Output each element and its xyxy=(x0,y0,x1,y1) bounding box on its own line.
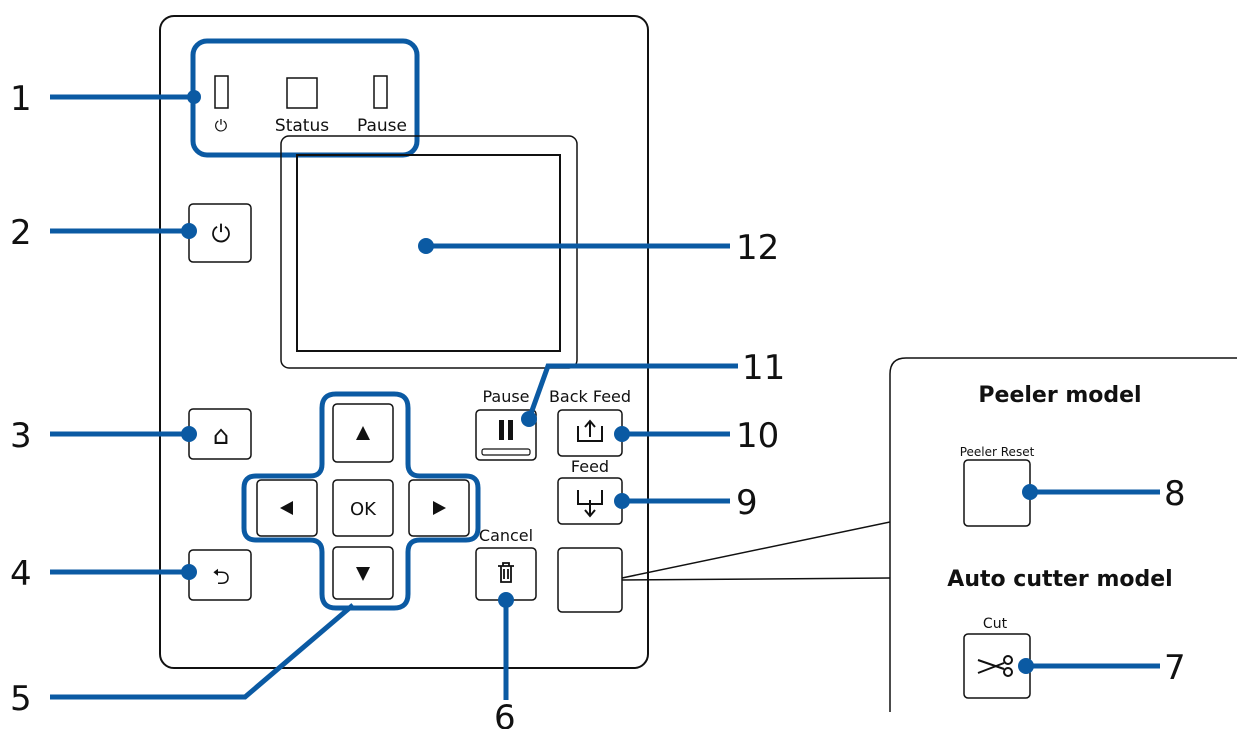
peeler-reset-cut-button[interactable] xyxy=(557,547,623,613)
callout-12: 12 xyxy=(736,228,779,268)
back-button[interactable]: ⮌ xyxy=(188,549,252,601)
pause-button[interactable] xyxy=(475,409,537,461)
auto-cutter-model-title: Auto cutter model xyxy=(947,567,1172,592)
inset-pointer-top xyxy=(621,521,891,579)
power-button[interactable]: ⏻ xyxy=(188,203,252,263)
scissors-icon xyxy=(977,655,1013,677)
leader-dot-11 xyxy=(521,411,537,427)
feed-button[interactable] xyxy=(557,477,623,525)
home-icon: ⌂ xyxy=(213,421,230,451)
pause-lamp-strip xyxy=(481,448,531,456)
status-lamp xyxy=(286,77,318,109)
power-lamp-icon: ⏻ xyxy=(215,116,228,135)
leader-dot-9 xyxy=(614,493,630,509)
lcd-screen xyxy=(296,154,561,352)
control-panel xyxy=(159,15,649,669)
callout-1: 1 xyxy=(10,79,32,119)
right-button[interactable] xyxy=(408,479,470,537)
cancel-button-label: Cancel xyxy=(479,526,533,545)
inset-pointer-bottom xyxy=(621,577,891,581)
up-arrow-icon xyxy=(356,426,370,440)
leader-dot-10 xyxy=(614,426,630,442)
left-button[interactable] xyxy=(256,479,318,537)
leader-dot-8 xyxy=(1022,484,1038,500)
leader-dot-4 xyxy=(181,564,197,580)
callout-8: 8 xyxy=(1164,474,1186,514)
feed-button-label: Feed xyxy=(571,457,609,476)
callout-11: 11 xyxy=(742,348,785,388)
trash-icon xyxy=(498,562,514,583)
ok-button[interactable]: OK xyxy=(332,479,394,537)
back-feed-button-label: Back Feed xyxy=(549,387,631,406)
feed-icon xyxy=(577,490,603,518)
back-icon: ⮌ xyxy=(212,565,230,590)
power-icon: ⏻ xyxy=(212,220,231,248)
cut-label: Cut xyxy=(983,616,1008,632)
leader-dot-2 xyxy=(181,223,197,239)
peeler-reset-button[interactable] xyxy=(963,459,1031,527)
dpad-group-outline xyxy=(241,391,481,611)
indicator-group xyxy=(190,38,420,158)
callout-9: 9 xyxy=(736,483,758,523)
home-button[interactable]: ⌂ xyxy=(188,408,252,460)
callout-7: 7 xyxy=(1164,648,1186,688)
down-arrow-icon xyxy=(356,567,370,581)
leader-dot-12 xyxy=(418,238,434,254)
lcd-screen-frame xyxy=(280,135,578,369)
peeler-model-title: Peeler model xyxy=(978,383,1141,408)
callout-3: 3 xyxy=(10,416,32,456)
up-button[interactable] xyxy=(332,403,394,463)
callout-10: 10 xyxy=(736,416,779,456)
back-feed-icon xyxy=(577,419,603,442)
ok-button-label: OK xyxy=(350,499,377,520)
down-button[interactable] xyxy=(332,546,394,600)
leader-dot-7 xyxy=(1018,658,1034,674)
pause-lamp xyxy=(373,75,388,109)
pause-lamp-label: Pause xyxy=(357,116,407,136)
leader-line-5 xyxy=(50,603,355,700)
leader-line-11 xyxy=(526,363,738,420)
status-lamp-label: Status xyxy=(275,116,329,136)
model-inset-box xyxy=(889,357,1237,712)
leader-dot-3 xyxy=(181,426,197,442)
pause-button-label: Pause xyxy=(482,387,529,406)
leader-dot-6 xyxy=(498,592,514,608)
callout-5: 5 xyxy=(10,679,32,719)
leader-dot-1 xyxy=(187,90,201,104)
power-lamp xyxy=(214,75,229,109)
pause-icon xyxy=(499,420,504,440)
callout-4: 4 xyxy=(10,554,32,594)
callout-6: 6 xyxy=(494,698,516,729)
callout-2: 2 xyxy=(10,213,32,253)
peeler-reset-label: Peeler Reset xyxy=(960,445,1035,459)
back-feed-button[interactable] xyxy=(557,409,623,457)
right-arrow-icon xyxy=(433,501,446,515)
left-arrow-icon xyxy=(280,501,293,515)
